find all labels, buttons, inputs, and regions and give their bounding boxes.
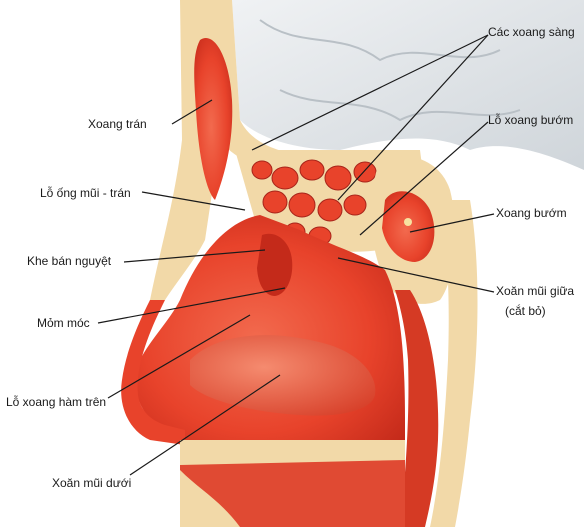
pharynx-wall bbox=[430, 200, 478, 527]
leader-sphenoid-ostium bbox=[359, 121, 489, 236]
label-maxillary-ostium: Lỗ xoang hàm trên bbox=[6, 395, 107, 409]
hard-palate bbox=[180, 440, 405, 468]
sphenoid-sinus-shape bbox=[382, 191, 435, 262]
leader-sphenoid-sinus bbox=[409, 213, 495, 233]
frontal-bone bbox=[150, 0, 300, 300]
label-inferior-turbinate: Xoăn mũi dưới bbox=[52, 476, 132, 490]
label-frontonasal-duct: Lỗ ống mũi - trán bbox=[40, 186, 131, 200]
leader-inferior-turbinate bbox=[129, 374, 281, 476]
inferior-turbinate-shape bbox=[190, 335, 376, 416]
leader-uncinate bbox=[97, 287, 286, 324]
nose-profile bbox=[121, 300, 185, 445]
leader-frontonasal bbox=[141, 191, 246, 211]
brain-region bbox=[232, 0, 584, 170]
label-middle-turbinate: Xoăn mũi giữa bbox=[496, 284, 575, 298]
frontal-sinus-shape bbox=[194, 38, 233, 200]
leader-middle-turbinate bbox=[337, 257, 495, 293]
leader-semilunar bbox=[123, 249, 266, 263]
leader-maxillary bbox=[107, 314, 251, 399]
label-middle-turbinate-note: (cắt bỏ) bbox=[505, 304, 546, 318]
leader-ethmoid-b bbox=[337, 34, 489, 201]
label-uncinate-process: Mỏm móc bbox=[37, 316, 90, 330]
label-frontal-sinus: Xoang trán bbox=[88, 117, 147, 131]
label-sphenoid-ostium: Lỗ xoang bướm bbox=[488, 113, 574, 127]
label-sphenoid-sinus: Xoang bướm bbox=[496, 206, 567, 220]
leader-frontal-sinus bbox=[171, 99, 213, 125]
oral-cavity bbox=[180, 460, 405, 527]
label-ethmoid-sinuses: Các xoang sàng bbox=[488, 25, 575, 39]
leader-ethmoid-a bbox=[251, 34, 489, 151]
label-semilunar-hiatus: Khe bán nguyệt bbox=[27, 254, 112, 268]
